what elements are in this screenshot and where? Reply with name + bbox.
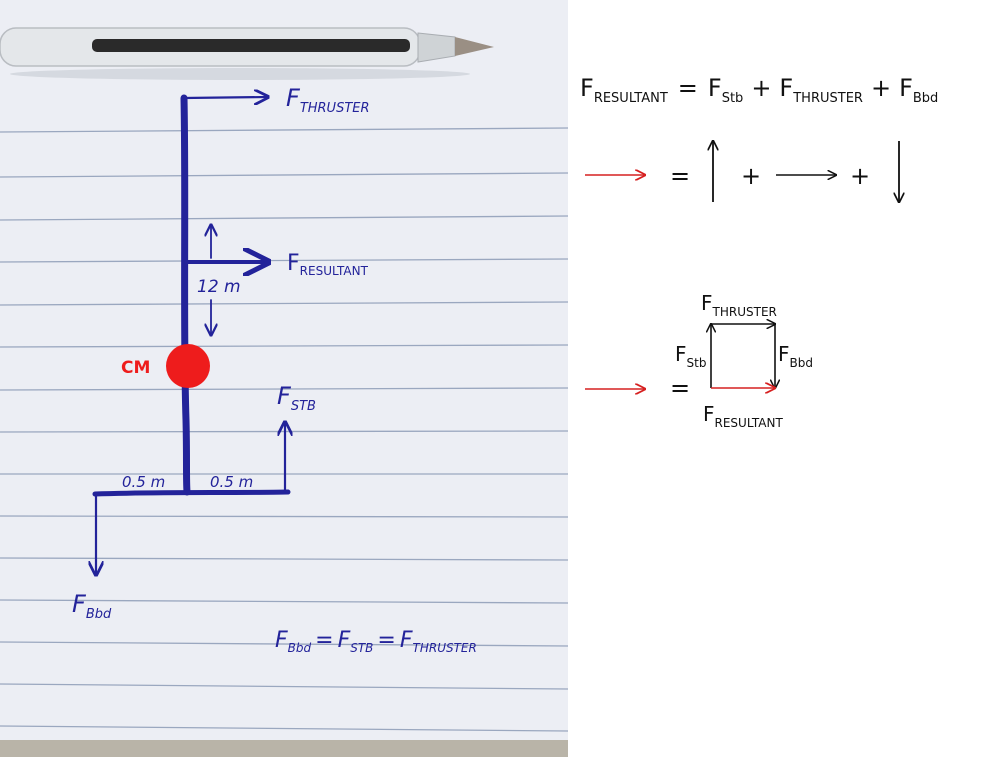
- sketch-label-resultant: FRESULTANT: [287, 251, 369, 278]
- vector-sum-equation: FRESULTANT=FStb+FTHRUSTER+FBbd: [580, 74, 938, 106]
- polygon-equals: =: [670, 374, 690, 402]
- sketch-label-thruster: FTHRUSTER: [286, 84, 370, 116]
- paper-background: [0, 0, 568, 757]
- polygon-label-stb: FStb: [675, 342, 706, 370]
- pen: [0, 27, 494, 80]
- polygon-label-thruster: FTHRUSTER: [701, 291, 777, 319]
- cm-label: CM: [121, 358, 150, 378]
- vertical-mast: [180, 94, 191, 496]
- arrow-sum-plus-2: +: [850, 162, 870, 190]
- pen-ink-tube: [92, 39, 410, 52]
- sketch-equation: FBbd=FSTB=FTHRUSTER: [275, 628, 477, 655]
- vector-sum-text: FRESULTANT=FStb+FTHRUSTER+FBbd: [580, 74, 938, 106]
- dim-label-left: 0.5 m: [122, 473, 165, 491]
- pen-shadow: [10, 68, 470, 80]
- center-of-mass-dot: [166, 344, 210, 388]
- paper-photo: CM FTHRUSTER FRESULTANT FSTB FBbd 12 m 0…: [0, 0, 569, 757]
- thruster-arrow: [182, 97, 268, 98]
- polygon-label-bbd: FBbd: [778, 342, 813, 370]
- arrow-sum-row: = + +: [585, 141, 899, 202]
- paper-bottom-shadow: [0, 740, 568, 757]
- arrow-sum-equals: =: [670, 162, 690, 190]
- sketch-label-bbd: FBbd: [72, 590, 112, 622]
- dim-label-vertical: 12 m: [197, 277, 241, 297]
- pen-tip: [455, 37, 494, 56]
- vector-polygon: = FTHRUSTER FStb FBbd FRESULTANT: [585, 291, 813, 430]
- sketch-label-stb: FSTB: [277, 382, 316, 414]
- polygon-label-resultant: FRESULTANT: [703, 402, 783, 430]
- dim-label-right: 0.5 m: [210, 473, 253, 491]
- rule-lines: [0, 127, 569, 732]
- base-bar: [92, 489, 291, 497]
- arrow-sum-plus-1: +: [741, 162, 761, 190]
